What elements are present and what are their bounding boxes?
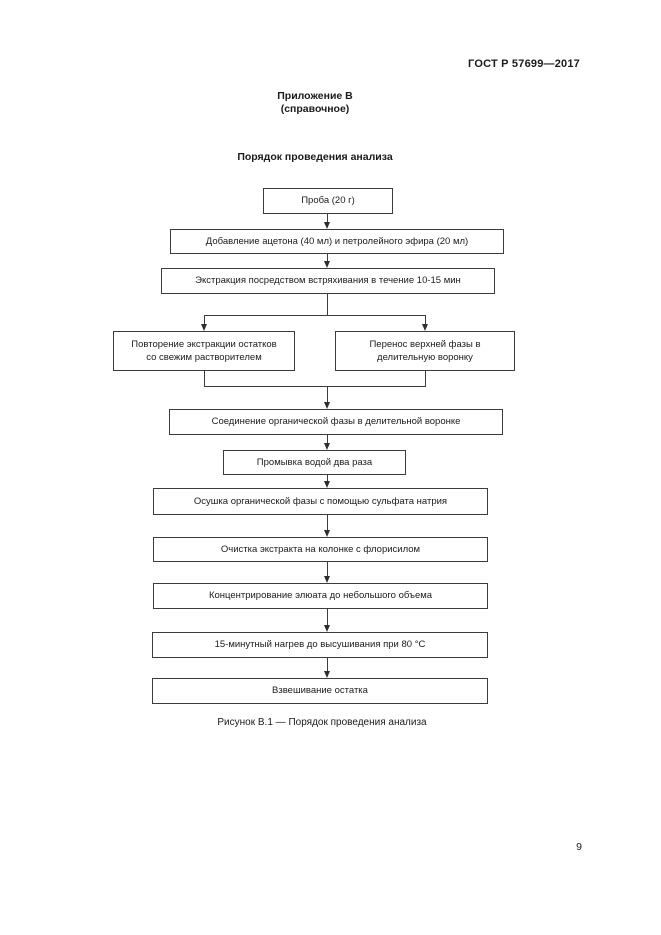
section-title: Порядок проведения анализа xyxy=(237,151,393,163)
flowchart-node-concentrate-eluate: Концентрирование элюата до небольшого об… xyxy=(153,583,488,609)
flow-line xyxy=(326,435,328,444)
appendix-title: Приложение В xyxy=(277,90,353,102)
appendix-heading: Приложение В (справочное) xyxy=(115,90,515,116)
flow-line xyxy=(326,658,328,672)
flow-line xyxy=(424,371,426,387)
flowchart-node-extraction-shaking: Экстракция посредством встряхивания в те… xyxy=(161,268,495,294)
flow-line xyxy=(326,475,328,482)
flowchart-node-weigh-residue: Взвешивание остатка xyxy=(152,678,488,704)
flowchart-node-heat-80c: 15-минутный нагрев до высушивания при 80… xyxy=(152,632,488,658)
flow-line xyxy=(326,515,328,531)
appendix-subtitle: (справочное) xyxy=(280,103,350,116)
figure-caption: Рисунок В.1 — Порядок проведения анализа xyxy=(217,717,427,728)
arrow-down-icon xyxy=(323,671,330,678)
arrow-down-icon xyxy=(323,222,330,229)
arrow-down-icon xyxy=(323,530,330,537)
flowchart-node-add-solvents: Добавление ацетона (40 мл) и петролейног… xyxy=(170,229,504,254)
flow-line xyxy=(326,294,328,315)
flowchart-node-wash-with-water: Промывка водой два раза xyxy=(223,450,406,475)
arrow-down-icon xyxy=(200,324,207,331)
page-number: 9 xyxy=(576,841,582,853)
flowchart-node-florisil-cleanup: Очистка экстракта на колонке с флорисило… xyxy=(153,537,488,562)
flow-line xyxy=(204,315,426,317)
flow-line xyxy=(326,609,328,626)
flowchart-node-dry-sodium-sulfate: Осушка органической фазы с помощью сульф… xyxy=(153,488,488,515)
document-standard-number: ГОСТ Р 57699—2017 xyxy=(468,58,580,70)
flow-line xyxy=(203,371,205,387)
flow-line xyxy=(203,315,205,325)
flow-line xyxy=(326,562,328,577)
flow-line xyxy=(204,386,426,388)
flow-line xyxy=(326,386,328,402)
arrow-down-icon xyxy=(421,324,428,331)
flowchart-node-transfer-upper-phase: Перенос верхней фазы в делительную ворон… xyxy=(335,331,515,371)
arrow-down-icon xyxy=(323,625,330,632)
arrow-down-icon xyxy=(323,443,330,450)
flowchart-node-repeat-extraction: Повторение экстракции остатков со свежим… xyxy=(113,331,295,371)
flow-line xyxy=(424,315,426,325)
arrow-down-icon xyxy=(323,402,330,409)
arrow-down-icon xyxy=(323,481,330,488)
arrow-down-icon xyxy=(323,576,330,583)
flowchart-node-sample: Проба (20 г) xyxy=(263,188,393,214)
arrow-down-icon xyxy=(323,261,330,268)
flow-line xyxy=(326,214,328,223)
flowchart-node-combine-organic-phase: Соединение органической фазы в делительн… xyxy=(169,409,503,435)
flow-line xyxy=(326,254,328,262)
